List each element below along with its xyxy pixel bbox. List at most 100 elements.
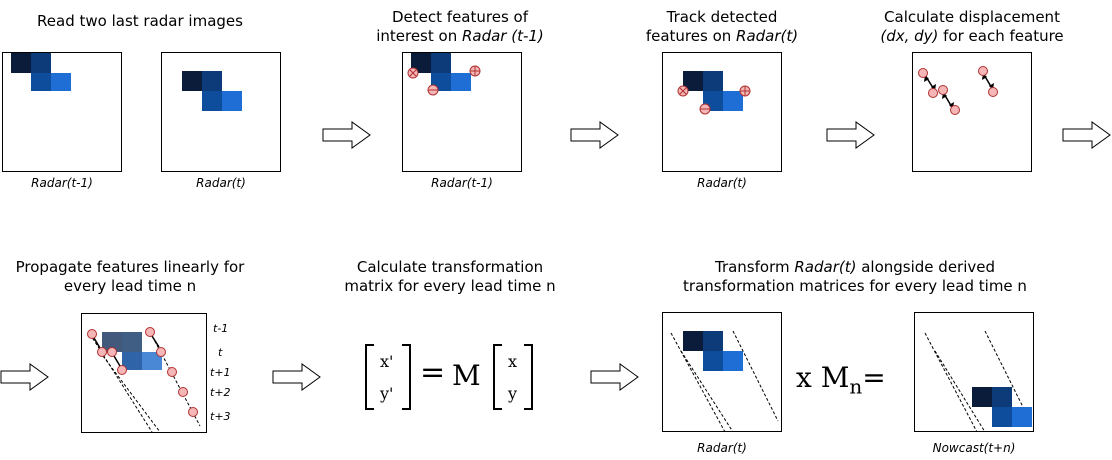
step2-title-line2: interest on Radar (t-1) xyxy=(360,27,560,46)
step5-title-line1: Propagate features linearly for xyxy=(15,258,245,276)
left-bracket-icon xyxy=(365,344,374,410)
radar-t-image xyxy=(161,52,281,172)
step7-title-line1-italic: Radar(t) xyxy=(794,258,857,276)
step4-title-line2-plain: for each feature xyxy=(938,27,1064,45)
echo-cell-light xyxy=(723,351,743,371)
equals-sign: = xyxy=(862,361,886,394)
right-bracket-icon xyxy=(524,344,533,410)
right-bracket-icon xyxy=(402,344,411,410)
caption-radar-t-minus-1: Radar(t-1) xyxy=(31,176,93,190)
propagation-image xyxy=(81,313,207,433)
step3-title-line2-italic: Radar(t) xyxy=(736,27,799,45)
echo-cell-shaded xyxy=(102,332,122,352)
step5-title: Propagate features linearly for every le… xyxy=(0,258,260,296)
step3-title: Track detected features on Radar(t) xyxy=(622,8,822,46)
step7-title: Transform Radar(t) alongside derived tra… xyxy=(650,258,1060,296)
right-arrow-icon xyxy=(1062,121,1111,149)
step1-title-text: Read two last radar images xyxy=(37,12,243,30)
echo-cell-mid xyxy=(992,407,1012,427)
caption-step7-a: Radar(t) xyxy=(697,441,747,455)
radar-t-minus-1-image xyxy=(2,52,122,172)
step2-title-line2-italic: Radar (t-1) xyxy=(461,27,544,45)
feature-markers xyxy=(677,85,751,115)
multiply-m-text: x M xyxy=(796,361,850,394)
vector-out-x: x' xyxy=(380,352,394,371)
step2-title-line2-plain: interest on xyxy=(376,27,462,45)
multiply-m-n: x Mn= xyxy=(796,361,886,399)
lead-time-label: t-1 xyxy=(213,322,229,335)
vector-in-y: y xyxy=(508,384,518,403)
echo-cell-light xyxy=(51,73,71,91)
matrix-m: M xyxy=(452,359,481,392)
step7-title-line1: Transform Radar(t) alongside derived xyxy=(650,258,1060,277)
left-bracket-icon xyxy=(493,344,502,410)
displacement-image xyxy=(912,52,1032,172)
echo-cell-dark xyxy=(182,71,202,91)
echo-cell-light xyxy=(723,91,743,111)
echo-cell-light xyxy=(1012,407,1032,427)
echo-cell-light xyxy=(222,91,242,111)
echo-cell-shaded xyxy=(122,352,142,370)
step7-title-line1-plain-a: Transform xyxy=(714,258,795,276)
step1-title: Read two last radar images xyxy=(0,12,280,31)
echo-cell-dark xyxy=(411,53,431,73)
radar-t-transform-image xyxy=(662,312,782,432)
step6-title: Calculate transformation matrix for ever… xyxy=(330,258,570,296)
echo-cell-mid xyxy=(31,73,51,91)
echo-cell-mid xyxy=(703,331,723,351)
echo-cell-mid xyxy=(31,53,51,73)
propagation-tracks xyxy=(87,327,201,432)
equals-sign: = xyxy=(420,355,446,390)
right-arrow-icon xyxy=(272,363,321,391)
lead-time-label: t+3 xyxy=(210,410,231,423)
echo-cell-mid xyxy=(202,91,222,111)
right-arrow-icon xyxy=(826,121,875,149)
lead-time-label: t+2 xyxy=(210,386,231,399)
echo-cell-mid xyxy=(992,387,1012,407)
echo-cell-mid xyxy=(431,53,451,73)
right-arrow-icon xyxy=(0,363,49,391)
right-arrow-icon xyxy=(322,121,371,149)
vector-in-x: x xyxy=(508,352,518,371)
lead-time-label: t xyxy=(218,346,223,359)
caption-radar-t: Radar(t) xyxy=(196,176,246,190)
step4-title-line2-italic: (dx, dy) xyxy=(880,27,939,45)
vector-out-y: y' xyxy=(380,384,394,403)
echo-cell-mid xyxy=(703,351,723,371)
step4-title: Calculate displacement (dx, dy) for each… xyxy=(862,8,1082,46)
step7-title-line1-plain-b: alongside derived xyxy=(856,258,996,276)
step7-title-line2: transformation matrices for every lead t… xyxy=(683,277,1027,295)
step5-title-line2: every lead time n xyxy=(63,277,197,295)
step3-title-line2: features on Radar(t) xyxy=(622,27,822,46)
step2-title: Detect features of interest on Radar (t-… xyxy=(360,8,560,46)
echo-cell-dark xyxy=(683,331,703,351)
displacement-vectors xyxy=(918,66,998,115)
echo-cell-dark xyxy=(972,387,992,407)
step3-title-line1: Track detected xyxy=(666,8,778,26)
echo-cell-dark xyxy=(683,71,703,91)
step2-title-line1: Detect features of xyxy=(392,8,528,26)
step6-title-line2: matrix for every lead time n xyxy=(344,277,556,295)
lead-time-label: t+1 xyxy=(210,366,231,379)
nowcast-tracks xyxy=(924,330,1031,431)
subscript-n: n xyxy=(849,374,863,399)
caption-step3: Radar(t) xyxy=(697,176,747,190)
echo-cell-dark xyxy=(11,53,31,73)
right-arrow-icon xyxy=(590,363,639,391)
transform-tracks xyxy=(670,330,779,431)
step4-title-line1: Calculate displacement xyxy=(884,8,1060,26)
nowcast-image xyxy=(914,312,1034,432)
feature-markers xyxy=(407,65,481,96)
echo-cell-mid xyxy=(202,71,222,91)
echo-cell-shaded xyxy=(142,352,162,370)
echo-cell-shaded xyxy=(122,332,142,352)
echo-cell-light xyxy=(451,73,471,91)
caption-step7-b: Nowcast(t+n) xyxy=(932,441,1016,455)
step3-title-line2-plain: features on xyxy=(645,27,737,45)
radar-t-tracked-image xyxy=(662,52,782,172)
step4-title-line2: (dx, dy) for each feature xyxy=(862,27,1082,46)
caption-step2: Radar(t-1) xyxy=(431,176,493,190)
right-arrow-icon xyxy=(570,121,619,149)
step6-title-line1: Calculate transformation xyxy=(356,258,544,276)
echo-cell-mid xyxy=(703,71,723,91)
